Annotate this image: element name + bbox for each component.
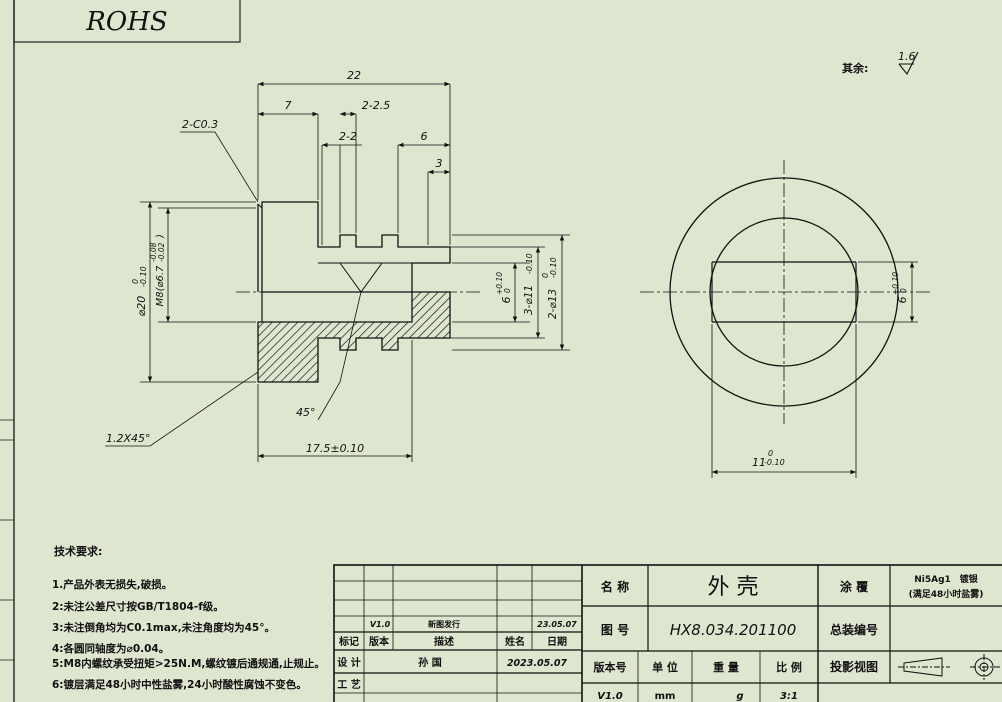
title-block-text: V1.0 新图发行 23.05.07 标记 版本 描述 姓名 日期 设 计 孙 … (337, 573, 983, 702)
dim-seg-7: 7 (285, 99, 292, 112)
designer-name: 孙 国 (418, 656, 441, 669)
dim-right-slot-6-tol-lower: 0 (899, 288, 908, 293)
dimension-labels-left: 22 7 2-2.5 2-2 6 3 2-C0.3 45° 1.2X45° 17… (106, 69, 559, 455)
dim-dia-11-tol: -0.10 (525, 253, 534, 274)
rev-header-mark: 标记 (338, 635, 359, 648)
dim-thread-m8: M8(⌀6.7 (155, 265, 166, 306)
dim-dia-11: 3-⌀11 (523, 285, 535, 315)
dim-overall-length: 22 (347, 69, 361, 82)
assembly-label: 总装编号 (830, 622, 878, 637)
frame (0, 0, 15, 702)
tech-req-item-2: 2:未注公差尺寸按GB/T1804-f级。 (52, 600, 224, 613)
dimension-lines-left (105, 81, 570, 462)
surface-note-label: 其余: (842, 61, 868, 75)
bottom-header-scale: 比 例 (776, 660, 802, 674)
surface-roughness-note: 其余: 1.6 (842, 50, 919, 76)
dimension-labels-right: 6 +0.10 0 11 0 -0.10 (752, 272, 909, 469)
dim-groove-2-2: 2-2 (339, 130, 357, 143)
coating-value-2: (满足48小时盐雾) (909, 588, 984, 600)
dim-dia-20-tol-upper: 0 (131, 279, 140, 284)
dim-thread-m8-tol-upper: -0.08 (149, 242, 158, 262)
dim-seg-6: 6 (421, 130, 428, 143)
dim-seg-3: 3 (436, 157, 443, 170)
name-label: 名 称 (601, 579, 629, 594)
tech-req-item-1: 1.产品外表无损失,破损。 (52, 578, 172, 591)
rev-version: V1.0 (370, 620, 391, 629)
bottom-value-version: V1.0 (597, 691, 622, 702)
drawing-no-label: 图 号 (601, 622, 629, 637)
dim-right-11-tol-upper: 0 (768, 449, 773, 458)
end-view (640, 160, 930, 478)
projection-symbol-icon (898, 654, 1000, 680)
dim-dia-20: ⌀20 (135, 296, 148, 317)
rev-header-version: 版本 (369, 635, 390, 648)
section-hatch (257, 291, 451, 383)
rev-desc: 新图发行 (428, 619, 460, 629)
dim-slot-6-tol-lower: 0 (503, 288, 512, 293)
rev-date: 23.05.07 (537, 620, 577, 629)
dim-thread-m8-close: ) (155, 234, 166, 239)
dim-slot-6: 6 (500, 297, 513, 304)
tech-req-item-3: 3:未注倒角均为C0.1max,未注角度均为45°。 (52, 621, 275, 634)
roughness-value: 1.6 (898, 50, 916, 63)
dim-dia-20-tol-lower: -0.10 (139, 266, 148, 287)
bottom-value-unit: mm (655, 691, 676, 702)
dim-dia-13: 2-⌀13 (547, 289, 559, 319)
part-name: 外 壳 (708, 575, 759, 600)
bottom-header-weight: 重 量 (713, 660, 739, 674)
dim-right-slot-6-tol-upper: +0.10 (891, 272, 900, 295)
design-date: 2023.05.07 (507, 658, 567, 669)
roughness-symbol (898, 51, 919, 76)
tech-req-item-5: 5:M8内螺纹承受扭矩>25N.M,螺纹镀后通规通,止规止。 (52, 657, 325, 670)
dim-groove-2-2-5: 2-2.5 (362, 99, 390, 112)
dim-slot-6-tol-upper: +0.10 (495, 272, 504, 295)
dim-angle-45: 45° (296, 406, 316, 419)
dim-dia-13-upper: 0 (541, 273, 550, 278)
rev-header-desc: 描述 (434, 635, 454, 648)
tech-req-title: 技术要求: (54, 544, 102, 558)
rohs-label: ROHS (85, 7, 167, 37)
dim-right-slot-6: 6 (896, 297, 909, 304)
tech-req-item-6: 6:镀层满足48小时中性盐雾,24小时酸性腐蚀不变色。 (52, 678, 307, 691)
dim-chamfer-c03: 2-C0.3 (182, 118, 218, 131)
dim-chamfer-12x45: 1.2X45° (106, 432, 151, 445)
coating-label: 涂 覆 (840, 579, 869, 594)
title-block (333, 564, 1002, 702)
rev-header-name: 姓名 (504, 635, 525, 648)
rohs-box: ROHS (13, 0, 241, 43)
bottom-value-scale: 3:1 (780, 691, 798, 702)
bottom-header-unit: 单 位 (652, 660, 678, 674)
process-label: 工 艺 (337, 678, 360, 691)
rev-header-date: 日期 (547, 635, 567, 648)
dim-dia-13-tol: -0.10 (549, 257, 558, 278)
coating-value-1: Ni5Ag1 镀银 (914, 573, 979, 585)
technical-requirements: 技术要求: 1.产品外表无损失,破损。 2:未注公差尺寸按GB/T1804-f级… (52, 544, 325, 691)
bottom-value-weight: g (736, 691, 743, 702)
dim-right-11: 11 (752, 456, 766, 469)
dim-right-11-tol-lower: -0.10 (764, 458, 785, 467)
drawing-no-value: HX8.034.201100 (670, 621, 797, 639)
tech-req-item-4: 4:各圆同轴度为⌀0.04。 (52, 642, 169, 655)
dim-len-17-5: 17.5±0.10 (306, 442, 364, 455)
dim-thread-m8-tol-lower: -0.02 (157, 242, 166, 262)
bottom-header-version: 版本号 (594, 660, 627, 674)
projection-label: 投影视图 (830, 659, 878, 674)
design-label: 设 计 (337, 656, 360, 669)
